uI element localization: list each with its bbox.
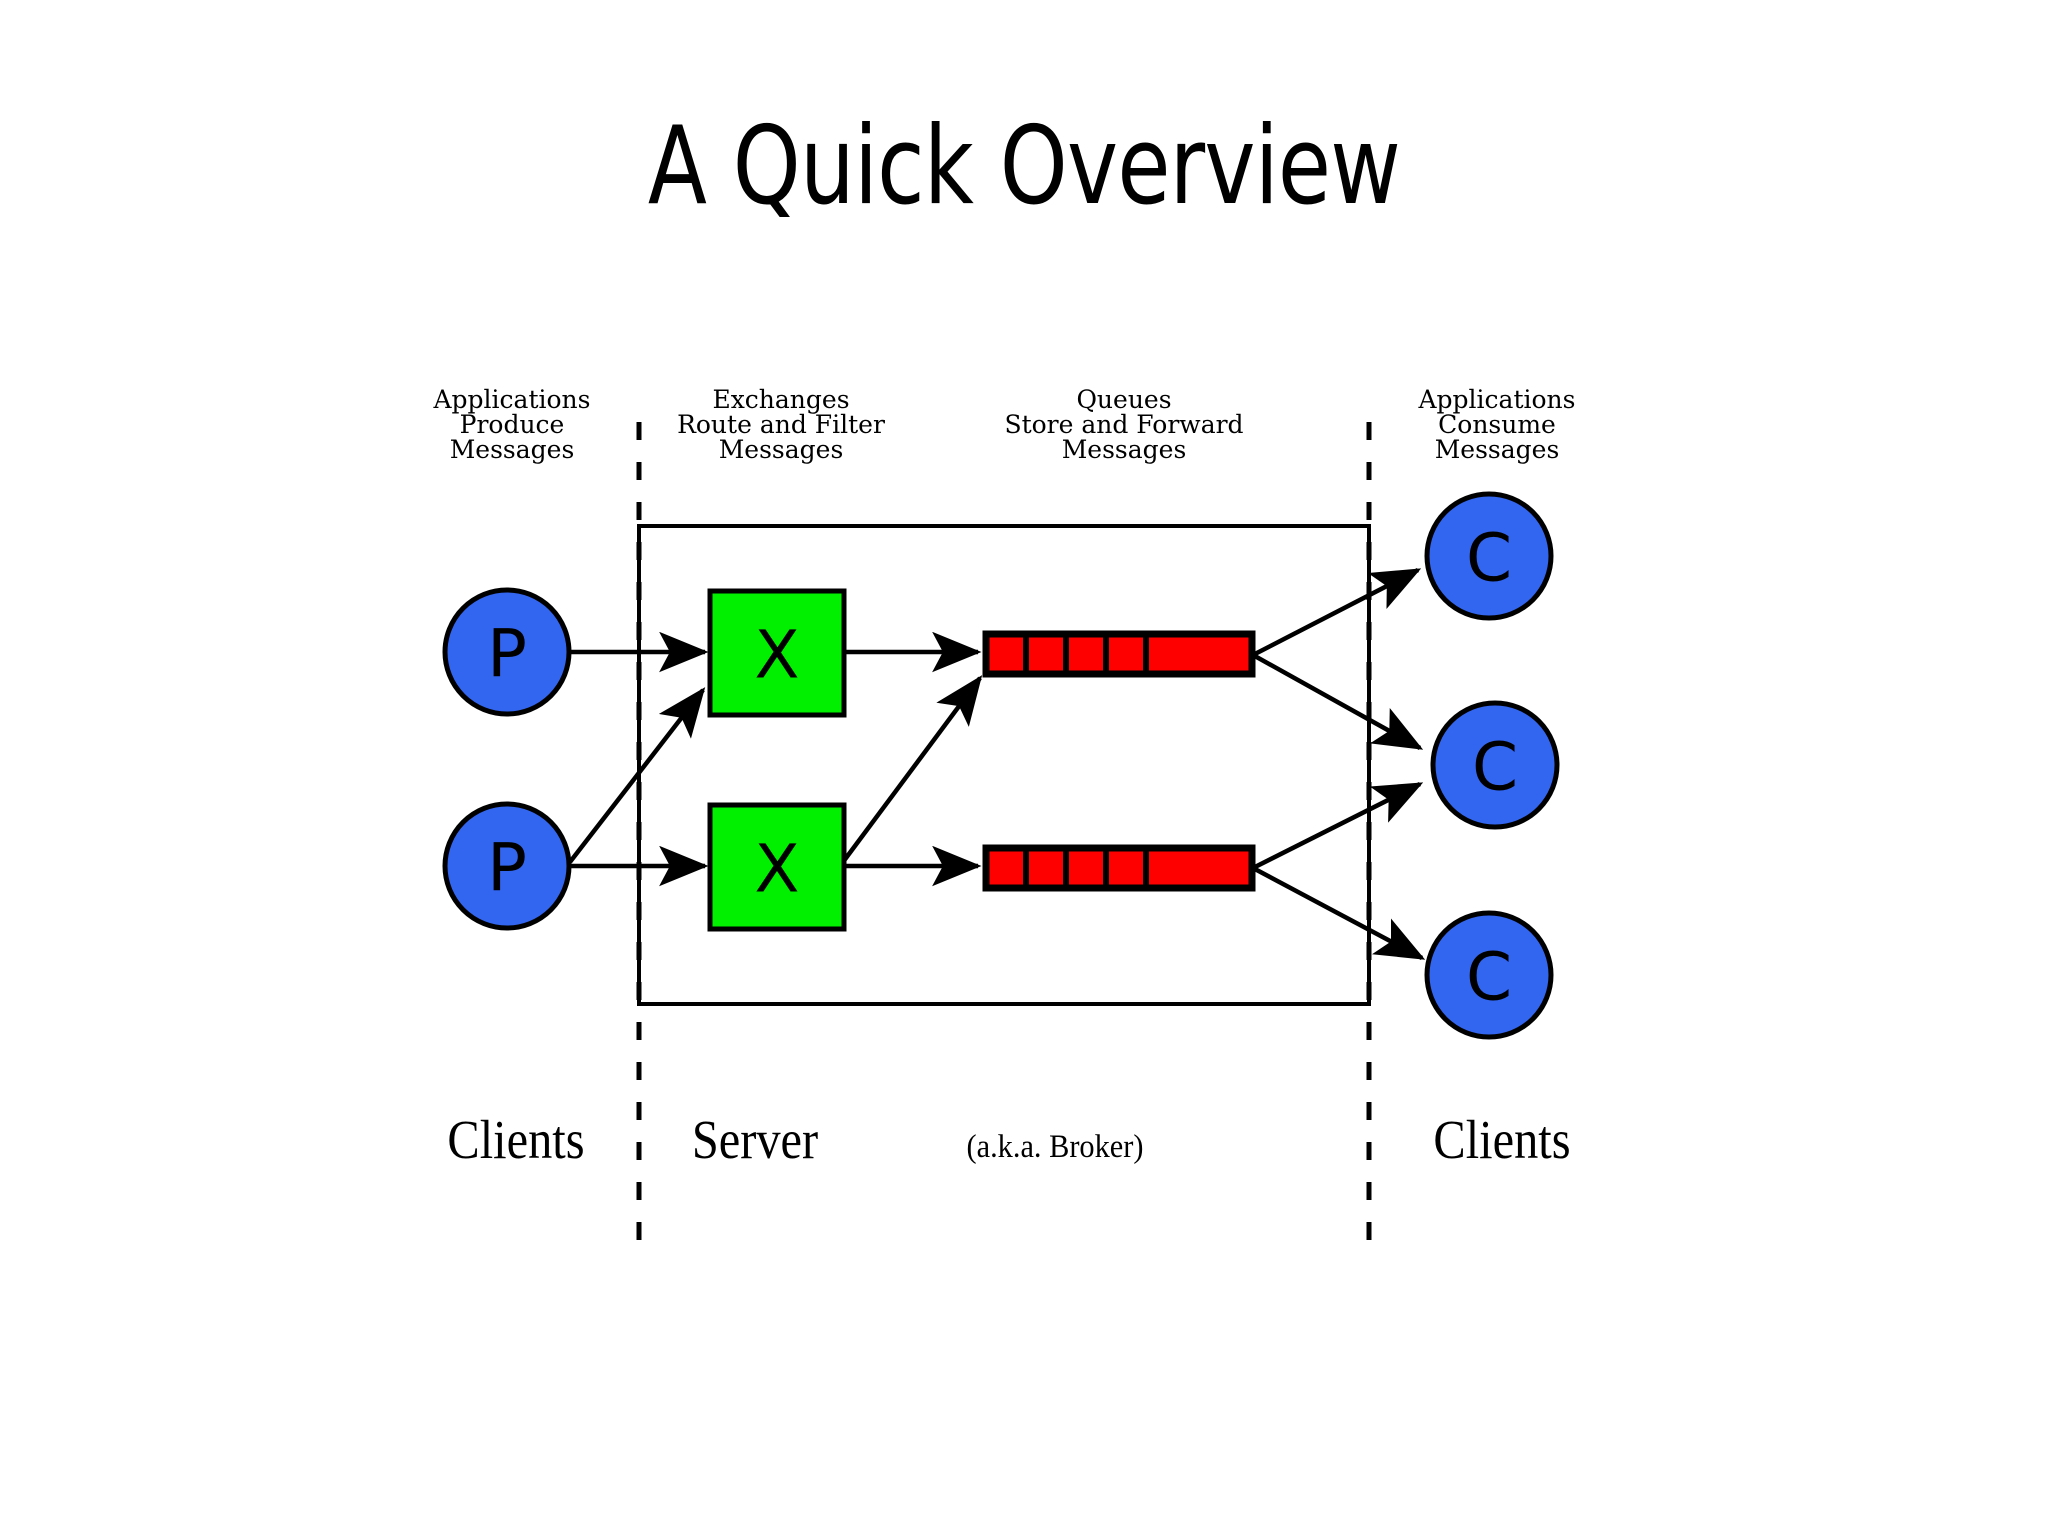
column-header-consumers: Applications Consume Messages [1418, 385, 1576, 464]
connection-queue2-consumer3 [1251, 866, 1426, 960]
queue-message-cell [1023, 845, 1069, 891]
consumer-circle[interactable] [1430, 700, 1560, 830]
connection-queue2-consumer2 [1251, 781, 1424, 871]
zone-label-text: Server [692, 1110, 818, 1171]
connection-producer2-exchange1 [568, 687, 706, 864]
column-header-line3: Messages [1435, 435, 1560, 464]
column-header-line2: Store and Forward [1004, 410, 1243, 439]
consumer-label: C [1466, 520, 1512, 597]
exchange-label: X [754, 831, 799, 908]
queue-2[interactable] [982, 844, 1256, 892]
page-title: A Quick Overview [647, 104, 1401, 229]
producer-label: P [487, 616, 527, 693]
exchange-2[interactable]: X [707, 802, 847, 932]
server-boundary-box [637, 524, 1371, 1006]
connection-queue1-consumer1 [1251, 567, 1422, 658]
connection-queue1-consumer2 [1251, 653, 1424, 750]
column-header-producers: Applications Produce Messages [433, 385, 591, 464]
queue-message-cell [1103, 845, 1149, 891]
column-header-queues: Queues Store and Forward Messages [1004, 385, 1243, 464]
queue-message-cell [1103, 631, 1149, 677]
column-header-line3: Messages [719, 435, 844, 464]
column-header-line1: Applications [433, 385, 591, 414]
producer-circle[interactable] [442, 801, 572, 931]
queue-tail-cell [1143, 845, 1255, 891]
column-header-line2: Route and Filter [677, 410, 885, 439]
column-header-line1: Applications [1418, 385, 1576, 414]
zone-label-right-clients: Clients [1433, 1110, 1570, 1171]
exchange-box[interactable] [707, 802, 847, 932]
consumer-label: C [1472, 729, 1518, 806]
column-header-line3: Messages [1062, 435, 1187, 464]
connection-exchange2-queue1 [841, 675, 983, 864]
producer-1[interactable]: P [442, 587, 572, 717]
exchange-1[interactable]: X [707, 588, 847, 718]
queue-message-cell [1063, 845, 1109, 891]
producer-label: P [487, 830, 527, 907]
queue-message-cell [983, 845, 1029, 891]
zone-label-sub-text: (a.k.a. Broker) [967, 1128, 1144, 1164]
producer-2[interactable]: P [442, 801, 572, 931]
column-header-exchanges: Exchanges Route and Filter Messages [677, 385, 885, 464]
exchange-label: X [754, 617, 799, 694]
consumer-circle[interactable] [1424, 910, 1554, 1040]
zone-label-server: Server (a.k.a. Broker) [692, 1110, 1144, 1171]
consumer-2[interactable]: C [1430, 700, 1560, 830]
column-header-line1: Queues [1076, 385, 1171, 414]
queue-1[interactable] [982, 630, 1256, 678]
exchange-box[interactable] [707, 588, 847, 718]
consumer-circle[interactable] [1424, 491, 1554, 621]
queue-tail-cell [1143, 631, 1255, 677]
queue-outline[interactable] [982, 844, 1256, 892]
consumer-label: C [1466, 939, 1512, 1016]
zone-label-text: Clients [1433, 1110, 1570, 1171]
column-header-line1: Exchanges [712, 385, 849, 414]
consumer-1[interactable]: C [1424, 491, 1554, 621]
queue-message-cell [1063, 631, 1109, 677]
zone-label-text: Clients [447, 1110, 584, 1171]
column-header-line2: Produce [460, 410, 565, 439]
column-header-line3: Messages [450, 435, 575, 464]
column-header-line2: Consume [1438, 410, 1556, 439]
queue-outline[interactable] [982, 630, 1256, 678]
queue-message-cell [983, 631, 1029, 677]
consumer-3[interactable]: C [1424, 910, 1554, 1040]
zone-label-left-clients: Clients [447, 1110, 584, 1171]
queue-message-cell [1023, 631, 1069, 677]
producer-circle[interactable] [442, 587, 572, 717]
